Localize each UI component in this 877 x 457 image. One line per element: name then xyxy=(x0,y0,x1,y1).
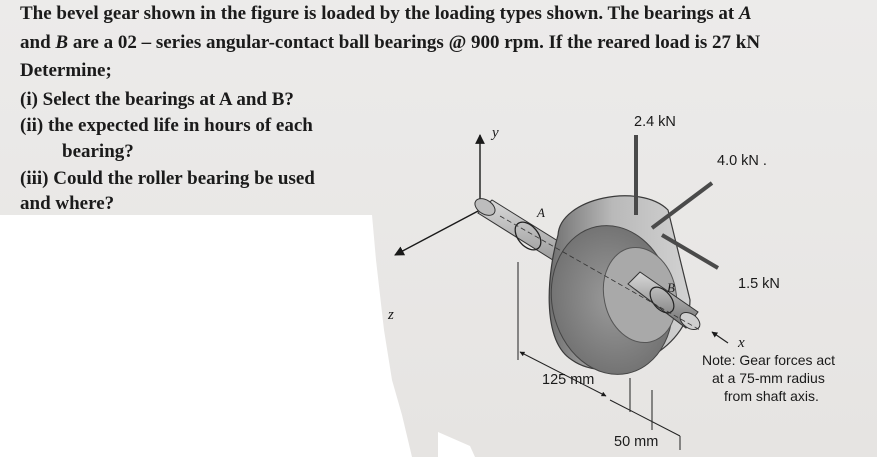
problem-line-1: The bevel gear shown in the figure is lo… xyxy=(20,4,752,23)
problem-determine: Determine; xyxy=(20,60,112,81)
bevel-gear xyxy=(499,195,701,375)
applied-forces xyxy=(634,135,720,270)
problem-line-2-and: and xyxy=(20,32,51,53)
problem-line-2-text: are a 02 – series angular-contact ball b… xyxy=(72,32,761,53)
note-line-2: at a 75-mm radius xyxy=(712,370,825,386)
axis-z-label: z xyxy=(388,307,394,323)
note-line-3: from shaft axis. xyxy=(724,388,819,404)
question-3-line-2: and where? xyxy=(20,193,115,214)
problem-line-1-a: A xyxy=(738,3,752,24)
force-diag-arrow xyxy=(650,181,714,230)
axis-y-label: y xyxy=(492,125,499,141)
question-3-line-1: (iii) Could the roller bearing be used xyxy=(20,168,315,189)
dimension-125-label: 125 mm xyxy=(542,372,595,388)
note-line-1: Note: Gear forces act xyxy=(702,352,836,368)
dimension-lines xyxy=(517,262,729,450)
question-2-line-1: (ii) the expected life in hours of each xyxy=(20,115,313,136)
force-axial-arrow xyxy=(660,233,720,270)
problem-line-2-b: B xyxy=(55,32,69,53)
question-2-line-2: bearing? xyxy=(62,141,134,162)
problem-line-1-text: The bevel gear shown in the figure is lo… xyxy=(20,3,735,24)
bearing-b-label: B xyxy=(667,280,675,295)
force-diag-label: 4.0 kN . xyxy=(717,153,767,169)
force-vertical-label: 2.4 kN xyxy=(634,114,676,130)
dimension-50-label: 50 mm xyxy=(614,434,659,450)
bearing-a-label: A xyxy=(537,205,545,220)
force-axial-label: 1.5 kN xyxy=(738,276,780,292)
question-1: (i) Select the bearings at A and B? xyxy=(20,89,294,110)
axis-x-label: x xyxy=(738,335,745,351)
problem-line-2: and B are a 02 – series angular-contact … xyxy=(20,33,760,52)
